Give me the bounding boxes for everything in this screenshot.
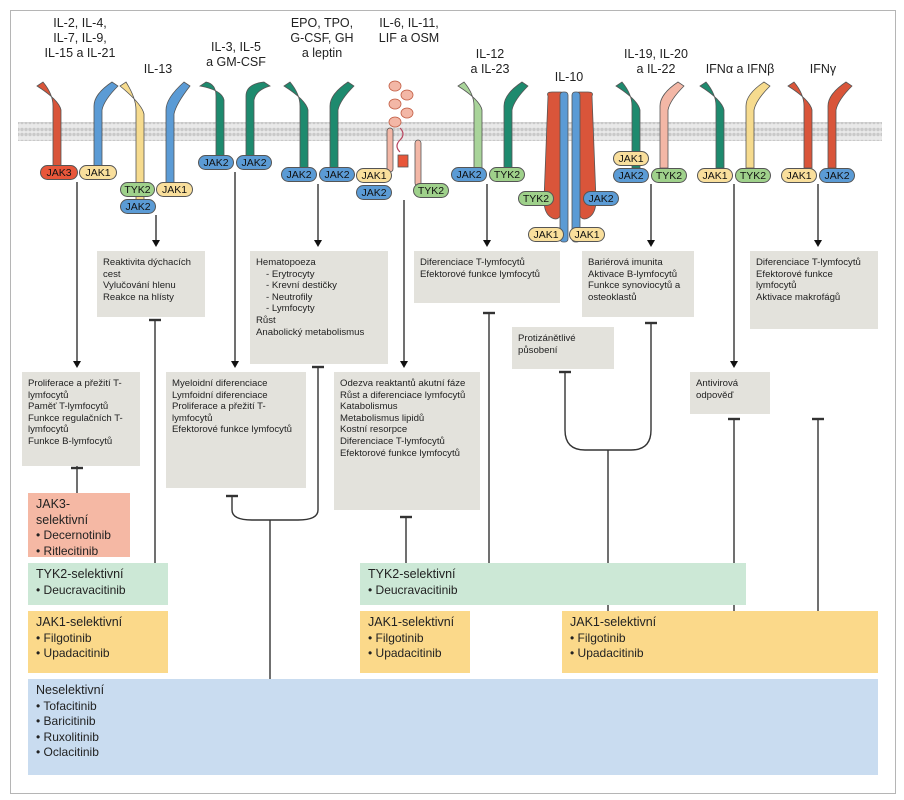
- jak2-il10: JAK2: [583, 191, 619, 206]
- drug-box-jak3: JAK3-selektivní • Decernotinib• Ritlecit…: [28, 493, 130, 558]
- il6-domain: [388, 116, 402, 128]
- jak1-il2: JAK1: [79, 165, 117, 180]
- arrow-il2-head: [73, 361, 81, 368]
- receptor-label-il12: IL-12 a IL-23: [470, 47, 510, 76]
- chain-il3-a: [198, 81, 225, 159]
- effects-il10: Protizánětlivé působení: [512, 327, 614, 369]
- receptor-label-epo: EPO, TPO, G-CSF, GH a leptin: [290, 16, 354, 60]
- chain-il13-yellow: [119, 81, 145, 201]
- jak3-il2: JAK3: [40, 165, 78, 180]
- chain-ifng-a: [787, 81, 813, 169]
- arrow-ifna-head: [730, 361, 738, 368]
- arrow-ifng-head: [814, 240, 822, 247]
- chain-epo-b: [329, 81, 355, 171]
- receptor-label-il3: IL-3, IL-5 a GM-CSF: [206, 40, 266, 69]
- drug-box-jak1-mid: JAK1-selektivní • Filgotinib• Upadacitin…: [360, 611, 470, 673]
- jak2-il12: JAK2: [451, 167, 487, 182]
- il6-domain: [400, 89, 414, 101]
- il6-domain: [388, 80, 402, 92]
- jak2-il3-b: JAK2: [236, 155, 272, 170]
- chain-ifna-yellow: [745, 81, 771, 169]
- jak2-ifng: JAK2: [819, 168, 855, 183]
- jak1-il13: JAK1: [156, 182, 193, 197]
- chain-ifng-b: [827, 81, 853, 169]
- receptor-label-il19: IL-19, IL-20 a IL-22: [624, 47, 688, 76]
- jak2-il19: JAK2: [613, 168, 649, 183]
- jak1-il10-b: JAK1: [569, 227, 605, 242]
- jak2-il13: JAK2: [120, 199, 156, 214]
- drug-box-jak1-right: JAK1-selektivní • Filgotinib• Upadacitin…: [562, 611, 878, 673]
- jak1-il6: JAK1: [356, 168, 392, 183]
- jak1-il19: JAK1: [613, 151, 649, 166]
- figure-frame: [10, 10, 896, 794]
- receptor-label-ifng: IFNγ: [809, 62, 837, 76]
- tyk2-il19: TYK2: [651, 168, 687, 183]
- il6-domain: [388, 98, 402, 110]
- chain-il2-blue: [93, 81, 119, 167]
- drug-box-title: JAK3-selektivní: [36, 497, 89, 527]
- jak1-ifna: JAK1: [697, 168, 733, 183]
- arrow-epo-head: [314, 240, 322, 247]
- drug-box-nonselective: Neselektivní • Tofacitinib • Baricitinib…: [28, 679, 878, 775]
- chain-il10-blue-right: [571, 91, 581, 243]
- arrow-il19-head: [647, 240, 655, 247]
- effects-epo: Hematopoeza - Erytrocyty - Krevní destič…: [250, 251, 388, 364]
- chain-ifna-teal: [699, 81, 725, 169]
- il6-linker: [396, 127, 404, 153]
- jak1-il10-a: JAK1: [528, 227, 564, 242]
- drug-box-tyk2-left: TYK2-selektivní • Deucravacitinib: [28, 563, 168, 605]
- jak2-il3-a: JAK2: [198, 155, 234, 170]
- jak2-il6: JAK2: [356, 185, 392, 200]
- chain-il13-blue: [165, 81, 191, 185]
- chain-il12-teal: [503, 81, 529, 171]
- chain-il12-green: [457, 81, 483, 171]
- tyk2-il12: TYK2: [489, 167, 525, 182]
- chain-epo-a: [283, 81, 309, 171]
- tyk2-ifna: TYK2: [735, 168, 771, 183]
- drug-box-jak1-left: JAK1-selektivní • Filgotinib• Upadacitin…: [28, 611, 168, 673]
- tyk2-il13: TYK2: [120, 182, 155, 197]
- tyk2-il10: TYK2: [518, 191, 554, 206]
- chain-il3-b: [245, 81, 271, 159]
- merge-il10-il19: [564, 429, 652, 451]
- chain-il19-teal: [615, 81, 641, 169]
- il6-stalk-right: [414, 139, 422, 187]
- il6-domain: [400, 107, 414, 119]
- il6-stalk-left: [386, 127, 394, 173]
- receptor-label-ifna: IFNα a IFNβ: [705, 62, 775, 76]
- jak2-epo-a: JAK2: [281, 167, 317, 182]
- effects-ifna: Antivirová odpověď: [690, 372, 770, 414]
- drug-box-tyk2-right: TYK2-selektivní • Deucravacitinib: [360, 563, 746, 605]
- jak1-ifng: JAK1: [781, 168, 817, 183]
- tyk2-il6: TYK2: [413, 183, 449, 198]
- arrow-il6-head: [400, 361, 408, 368]
- merge-il3-epo: [231, 509, 319, 521]
- receptor-label-il2: IL-2, IL-4, IL-7, IL-9, IL-15 a IL-21: [44, 16, 116, 60]
- chain-il10-blue-left: [559, 91, 569, 243]
- chain-il19-pink: [659, 81, 685, 169]
- receptor-label-il6: IL-6, IL-11, LIF a OSM: [378, 16, 440, 45]
- arrow-il13-head: [152, 240, 160, 247]
- arrow-il12-head: [483, 240, 491, 247]
- arrow-il3-head: [231, 361, 239, 368]
- jak2-epo-b: JAK2: [319, 167, 355, 182]
- receptor-label-il10: IL-10: [554, 70, 584, 84]
- receptor-label-il13: IL-13: [143, 62, 173, 76]
- chain-il2-red: [36, 81, 62, 167]
- il6-anchor: [397, 154, 409, 168]
